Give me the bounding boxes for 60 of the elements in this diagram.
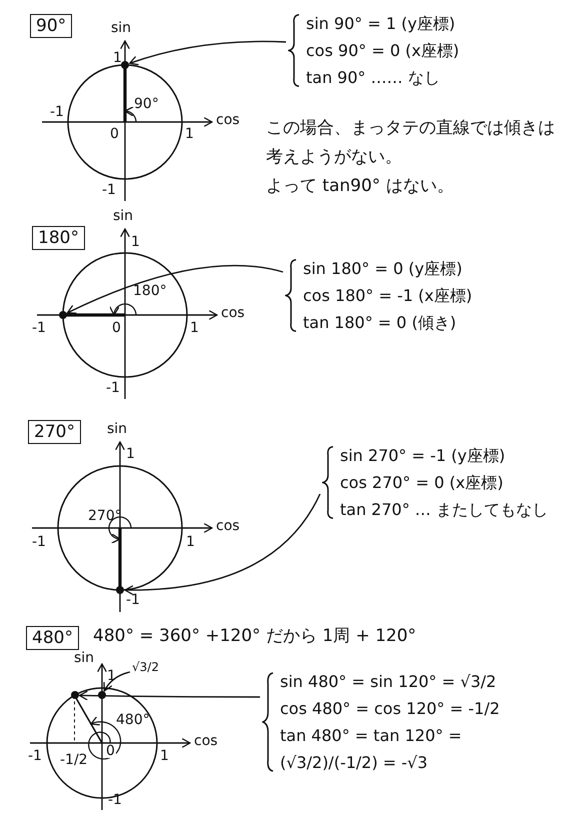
tick-label: 1: [160, 748, 169, 764]
tick-label: -1: [106, 380, 120, 396]
arrow: [129, 40, 286, 66]
note-text: よって tan90° はない。: [266, 175, 455, 198]
angle-label: 480°: [116, 712, 150, 728]
equation-text: cos 90° = 0 (x座標): [306, 40, 460, 62]
tick-label: -1: [50, 104, 64, 120]
point-dot: [98, 691, 106, 700]
angle-title-box: 270°: [28, 420, 81, 444]
point-dot: [59, 311, 67, 319]
arrow: [124, 494, 321, 596]
equation-text: sin 90° = 1 (y座標): [306, 13, 456, 35]
axis-label: sin: [74, 650, 94, 666]
axis-label: sin: [107, 421, 128, 437]
tick-label: 1: [131, 234, 140, 250]
tick-label: -1: [102, 182, 116, 198]
equation-text: cos 270° = 0 (x座標): [340, 472, 504, 494]
tick-label: -1: [28, 748, 42, 764]
angle-label: 90°: [134, 96, 159, 112]
equation-text: tan 180° = 0 (傾き): [303, 312, 458, 334]
heading-text: 480° = 360° +120° だから 1周 + 120°: [93, 625, 416, 648]
tick-label: 1: [113, 50, 122, 66]
tick-label: 0: [110, 126, 119, 142]
tick-label: 1: [186, 534, 195, 550]
fraction-label: √3/2: [132, 660, 159, 674]
axis-label: cos: [221, 305, 245, 321]
angle-title-box: 180°: [32, 226, 85, 250]
equation-text: sin 480° = sin 120° = √3/2: [280, 671, 498, 693]
note-text: この場合、まっタテの直線では傾きは考えようがない。: [266, 117, 556, 169]
tick-label: 0: [105, 745, 116, 758]
tick-label: -1/2: [60, 752, 88, 768]
tick-label: -1: [32, 320, 46, 336]
axis-label: cos: [194, 733, 218, 749]
angle-title-box: 480°: [26, 626, 79, 650]
arrow: [66, 264, 284, 314]
tick-label: 1: [185, 126, 194, 142]
axis-label: cos: [216, 112, 240, 128]
angle-label: 180°: [133, 283, 167, 299]
angle-label: 270°: [88, 508, 122, 524]
point-dot: [116, 586, 124, 594]
tick-label: 1: [126, 446, 135, 462]
point-dot: [121, 61, 129, 69]
tick-label: 1: [190, 320, 199, 336]
equation-text: cos 480° = cos 120° = -1/2: [280, 698, 501, 720]
tick-label: 0: [112, 320, 121, 336]
point-dot: [70, 691, 78, 700]
arrow: [104, 671, 130, 692]
tick-label: -1: [32, 534, 46, 550]
equation-text: tan 90° …… なし: [306, 67, 441, 89]
equation-text: tan 270° … またしてもなし: [340, 499, 550, 521]
axis-label: cos: [216, 518, 240, 534]
tick-label: -1: [126, 592, 140, 608]
arrow: [78, 690, 260, 701]
angle-title-box: 90°: [30, 14, 72, 38]
equation-text: tan 480° = tan 120° = (√3/2)/(-1/2) = -√3: [280, 725, 463, 774]
equation-text: sin 270° = -1 (y座標): [340, 445, 506, 467]
axis-label: sin: [111, 20, 132, 36]
equation-text: cos 180° = -1 (x座標): [303, 285, 474, 307]
equation-text: sin 180° = 0 (y座標): [303, 258, 464, 280]
axis-label: sin: [113, 208, 134, 224]
